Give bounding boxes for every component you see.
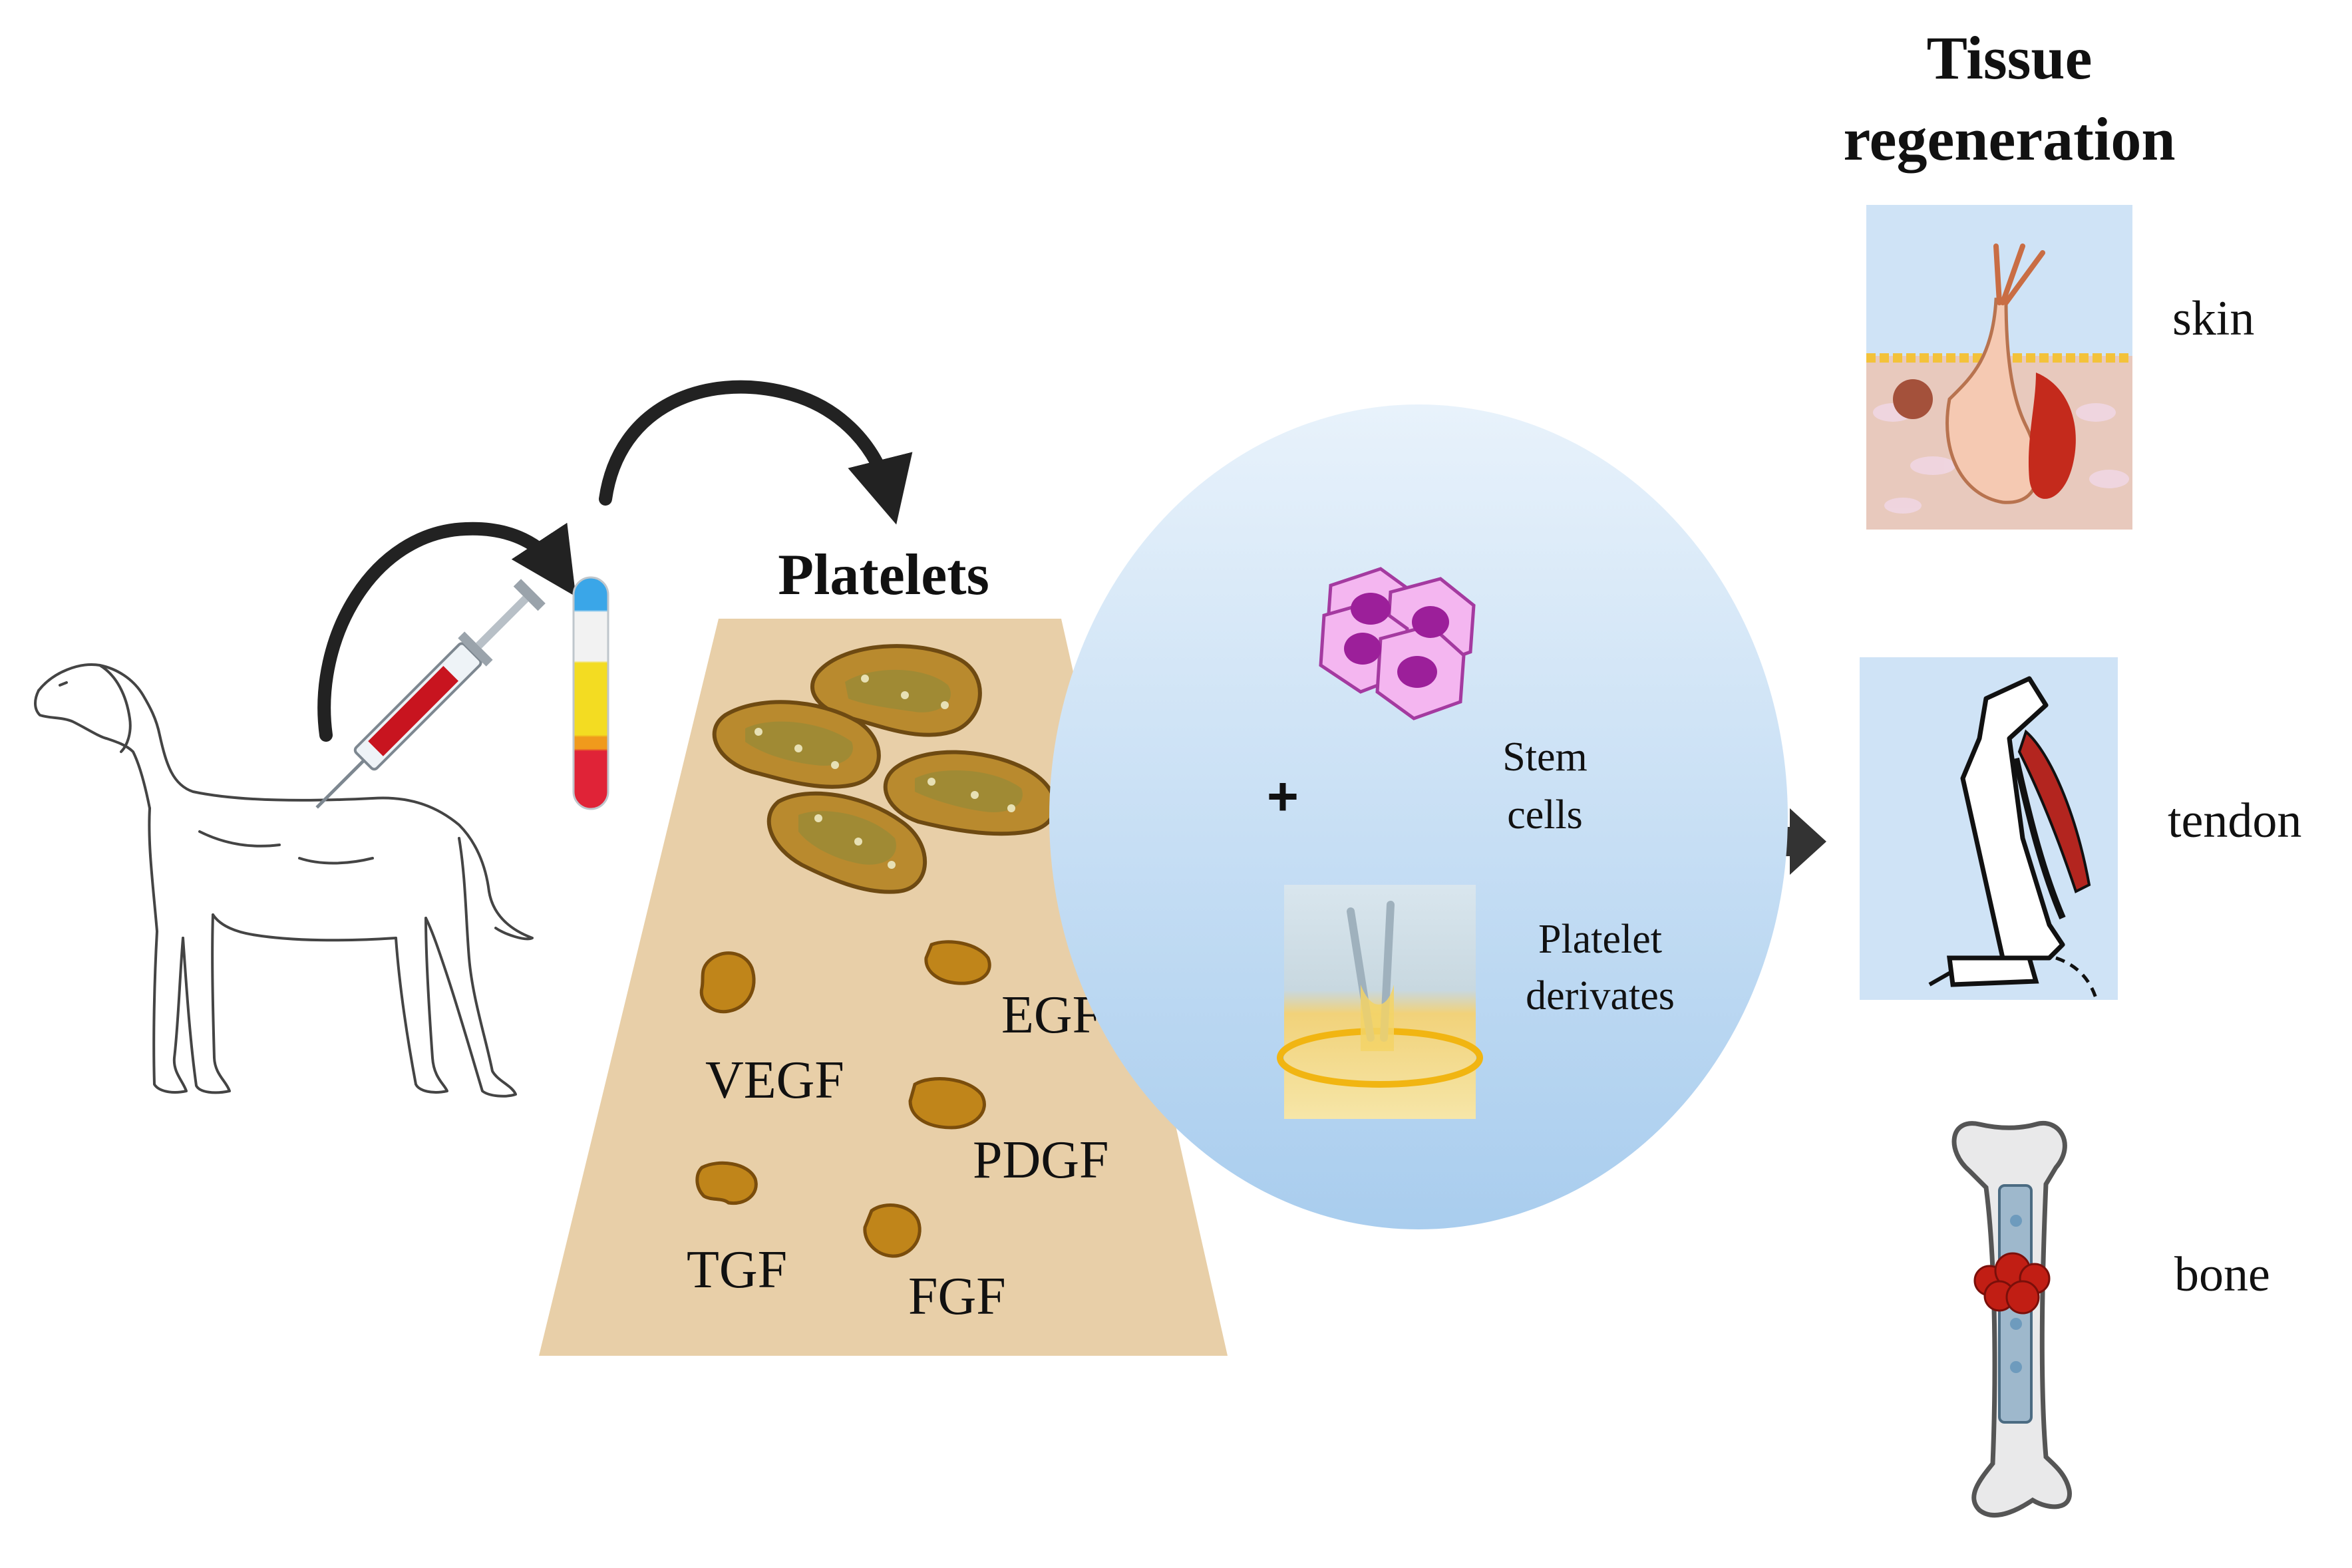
skin-section-icon <box>1866 205 2132 530</box>
platelet-cell <box>712 700 881 789</box>
growth-factor-blob <box>908 1077 986 1130</box>
stem-cells-icon <box>1319 567 1476 720</box>
dog-outline <box>34 663 534 1098</box>
curved-arrow-icon <box>317 522 576 742</box>
tissue-label-tendon: tendon <box>2168 794 2301 848</box>
growth-factor-label-pdgf: PDGF <box>973 1131 1109 1189</box>
plus-sign: + <box>1267 766 1299 827</box>
growth-factor-label-tgf: TGF <box>687 1241 787 1299</box>
tissue-regeneration-title-line1: Tissue <box>1927 24 2093 92</box>
platelet-cell <box>883 750 1057 836</box>
blood-tube-icon <box>572 576 609 810</box>
platelet-derivates-label-line2: derivates <box>1526 973 1675 1019</box>
bone-fracture-icon <box>1951 1121 2072 1517</box>
combination-oval: + Stem cells Platelet derivates <box>1049 404 1788 1229</box>
growth-factor-blob <box>863 1203 922 1258</box>
combination-oval-bg <box>1049 404 1788 1229</box>
tissue-regeneration-title-line2: regeneration <box>1843 105 2175 173</box>
platelet-derivates-label-line1: Platelet <box>1538 917 1662 962</box>
growth-factor-blob <box>699 951 756 1014</box>
stem-cells-label-line2: cells <box>1507 792 1583 838</box>
curved-arrow-icon <box>599 380 913 525</box>
tendon-leg-icon <box>1860 657 2118 1000</box>
growth-factor-blob <box>924 940 991 985</box>
petri-dish-photo <box>1277 885 1483 1119</box>
growth-factor-label-fgf: FGF <box>908 1267 1006 1326</box>
growth-factor-blob <box>695 1161 758 1205</box>
platelet-cell <box>766 791 927 894</box>
tissue-label-skin: skin <box>2172 291 2254 346</box>
stem-cells-label-line1: Stem <box>1502 734 1587 780</box>
tissue-label-bone: bone <box>2174 1247 2270 1302</box>
platelets-label: Platelets <box>778 543 989 607</box>
growth-factor-label-egf: EGF <box>1001 986 1102 1044</box>
syringe-icon <box>315 579 546 809</box>
growth-factor-label-vegf: VEGF <box>705 1051 844 1110</box>
platelet-cell <box>810 644 982 737</box>
